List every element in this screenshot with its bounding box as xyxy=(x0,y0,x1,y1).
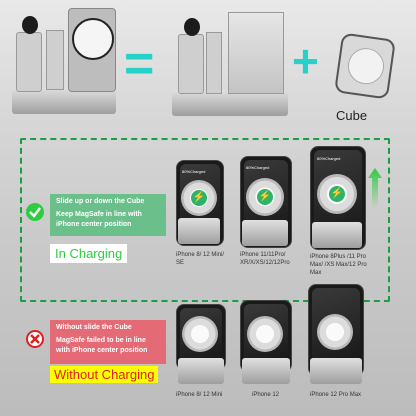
stand-without-cube-image xyxy=(172,8,288,118)
charging-section-frame xyxy=(20,138,390,302)
charging-status-label: In Charging xyxy=(50,244,128,263)
charging-phone-caption-large: iPhone 8Plus /11 Pro Max/ /XS Max/12 Pro… xyxy=(310,254,367,276)
charging-phone-caption-medium: iPhone 11/11Pro/ XR/X/XS/12/12Pro xyxy=(240,252,290,266)
bolt-icon: ⚡ xyxy=(257,189,273,205)
x-icon xyxy=(26,330,44,348)
charging-instruction-line2: Keep MagSafe in line with iPhone center … xyxy=(56,211,142,228)
charging-phone-small: 80%Charged ⚡ xyxy=(176,160,224,246)
phone-screen-text: 80%Charged xyxy=(317,156,341,161)
bolt-icon: ⚡ xyxy=(191,190,207,206)
not-charging-instruction-line1: Without slide the Cube xyxy=(56,324,132,331)
not-charging-phone-large xyxy=(308,284,364,386)
phone-screen-text: 80%Charged xyxy=(246,165,270,170)
equals-symbol: = xyxy=(124,35,155,93)
not-charging-phone-caption-small: iPhone 8/ 12 Mini xyxy=(176,392,223,398)
not-charging-phone-caption-large: iPhone 12 Pro Max xyxy=(310,392,362,398)
cube-label: Cube xyxy=(336,108,368,123)
up-arrow-icon xyxy=(368,168,382,208)
not-charging-phone-small xyxy=(176,304,226,386)
charging-instructions-bubble: Slide up or down the Cube Keep MagSafe i… xyxy=(50,194,166,236)
check-icon xyxy=(26,203,44,221)
not-charging-instruction-line2: MagSafe failed to be in line with iPhone… xyxy=(56,337,148,354)
not-charging-phone-caption-medium: iPhone 12 xyxy=(252,392,280,398)
not-charging-instructions-bubble: Without slide the Cube MagSafe failed to… xyxy=(50,320,166,364)
charging-phone-caption-small: iPhone 8/ 12 Mini/ SE xyxy=(176,252,225,266)
charging-instruction-line1: Slide up or down the Cube xyxy=(56,198,145,205)
charging-phone-medium: 80%Charged ⚡ xyxy=(240,156,292,248)
not-charging-status-label: Without Charging xyxy=(50,366,159,383)
stand-assembled-image xyxy=(8,8,120,118)
plus-symbol: + xyxy=(292,35,319,87)
bolt-icon: ⚡ xyxy=(329,186,345,202)
cube-image xyxy=(334,32,396,100)
charging-phone-large: 80%Charged ⚡ xyxy=(310,146,366,250)
not-charging-phone-medium xyxy=(240,300,292,386)
phone-screen-text: 80%Charged xyxy=(182,169,206,174)
